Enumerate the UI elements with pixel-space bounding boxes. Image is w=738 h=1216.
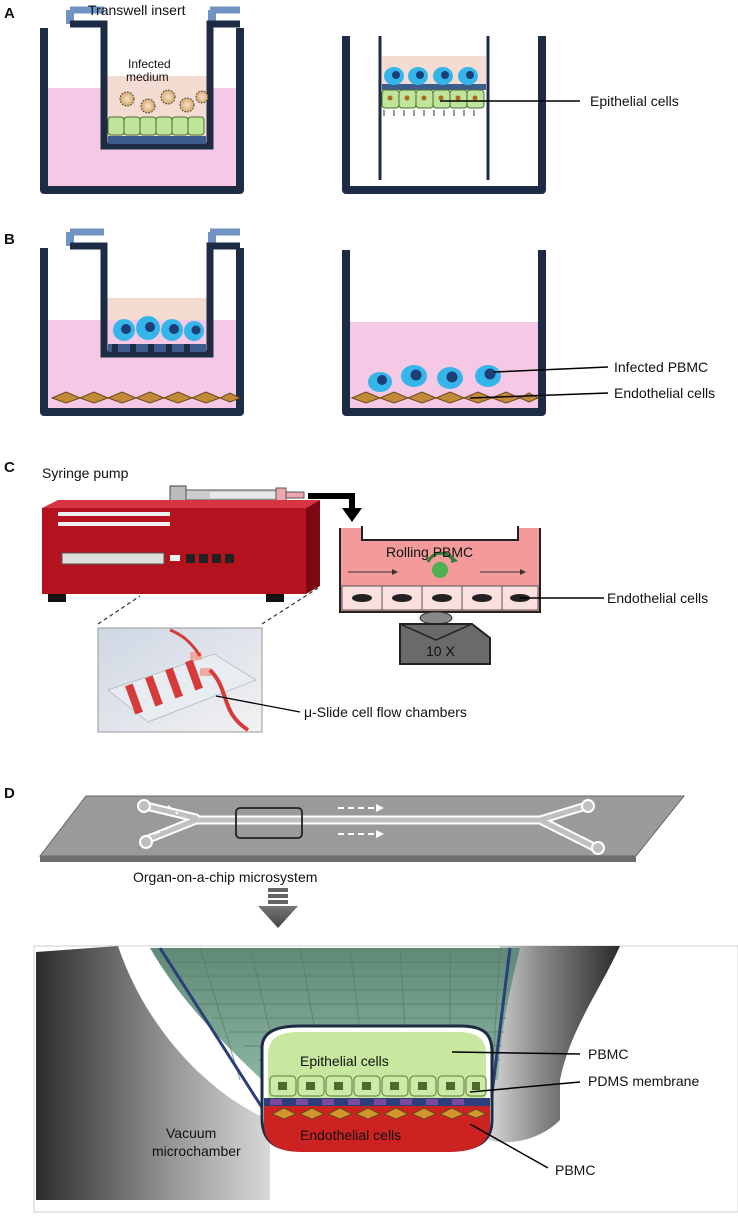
epithelial-cells-a-right — [381, 89, 485, 109]
endothelial-cells-b-right — [350, 391, 540, 404]
rolling-pbmc-label: Rolling PBMC — [386, 544, 473, 560]
endothelial-layer-d — [264, 1106, 490, 1152]
pbmc-cells-b-left — [113, 316, 204, 341]
microscope-objective — [399, 611, 491, 665]
endothelial-row-c — [341, 585, 539, 611]
infected-pbmc-label: Infected PBMC — [614, 359, 708, 375]
well-a-left — [40, 6, 244, 194]
objective-label: 10 X — [426, 643, 455, 659]
flow-arrow-icon — [308, 493, 362, 522]
slide-chambers-label: μ-Slide cell flow chambers — [304, 704, 467, 720]
flow-chamber — [339, 526, 604, 613]
vacuum-label-1: Vacuum — [166, 1125, 216, 1141]
pbmc-cells-b-right — [368, 365, 501, 392]
panel-label-d: D — [4, 785, 15, 802]
panel-label-b: B — [4, 231, 15, 248]
well-b-left — [40, 228, 244, 416]
syringe-pump — [42, 485, 320, 602]
endothelial-cells-label-d: Endothelial cells — [300, 1127, 401, 1143]
virus-particles — [119, 89, 209, 114]
pbmc-top-label: PBMC — [588, 1046, 628, 1062]
zoom-arrow-icon — [258, 888, 298, 928]
vacuum-label-2: microchamber — [152, 1143, 241, 1159]
endothelial-cells-label-c: Endothelial cells — [607, 590, 708, 606]
slide-photo-inset — [97, 627, 301, 733]
transwell-insert-label: Transwell insert — [88, 2, 186, 18]
panel-label-a: A — [4, 5, 15, 22]
epithelial-cells-a-left — [107, 116, 205, 136]
zoom-line-left — [97, 595, 141, 625]
pdms-membrane-d — [264, 1098, 490, 1106]
panel-label-c: C — [4, 459, 15, 476]
endothelial-cells-b-left — [50, 391, 242, 404]
epithelial-cells-label-a: Epithelial cells — [590, 93, 679, 109]
pbmc-bottom-label: PBMC — [555, 1162, 595, 1178]
organ-chip-label: Organ-on-a-chip microsystem — [133, 869, 317, 885]
well-a-right — [342, 36, 580, 194]
pdms-membrane-label: PDMS membrane — [588, 1073, 699, 1089]
chip-plate — [38, 795, 686, 862]
well-b-right — [342, 250, 609, 416]
chip-cross-section — [33, 945, 738, 1213]
epithelial-layer-d — [268, 1032, 487, 1098]
pbmc-cells-a-right — [384, 67, 478, 85]
infected-medium-label-2: medium — [126, 70, 169, 84]
infected-medium-label-1: Infected — [128, 57, 171, 71]
syringe-pump-label: Syringe pump — [42, 465, 129, 481]
epithelial-cells-label-d: Epithelial cells — [300, 1053, 389, 1069]
endothelial-cells-label-b: Endothelial cells — [614, 385, 715, 401]
